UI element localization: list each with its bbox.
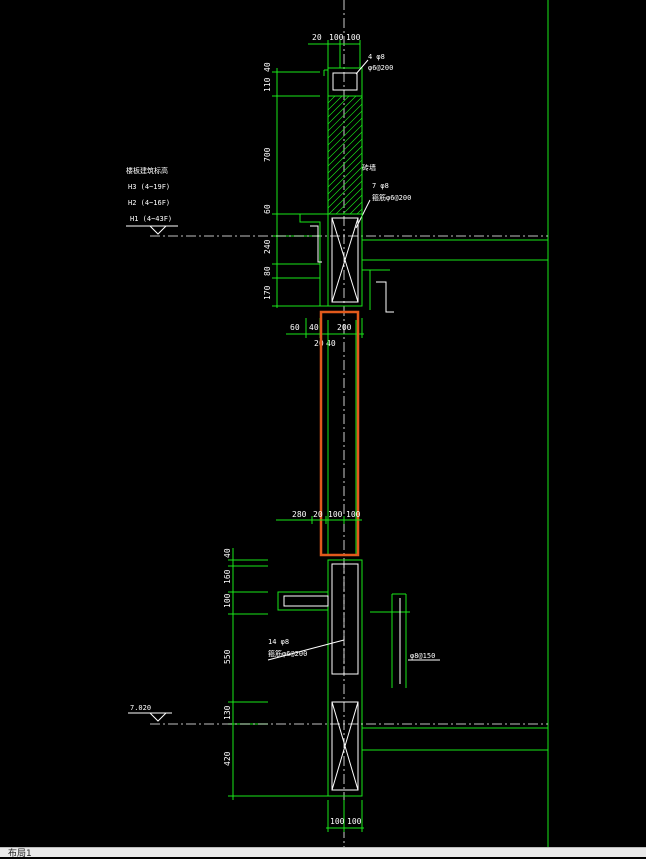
hatch-line xyxy=(335,187,363,215)
bottom-dimension-chain: 100 100 xyxy=(326,800,364,832)
hatch-line xyxy=(342,194,363,215)
note-low-rebar-2: 箍筋φ6@200 xyxy=(268,649,307,658)
dim-v-80: 80 xyxy=(263,266,272,276)
dim-v-60: 60 xyxy=(263,204,272,214)
dim-top-100a: 100 xyxy=(329,33,344,42)
note-level-h2: H2 (4~16F) xyxy=(128,199,170,207)
hatch-line xyxy=(327,95,350,118)
dim-b-100b: 100 xyxy=(347,817,362,826)
layout-tab-bar[interactable]: 布局1 xyxy=(0,847,646,859)
note-low-rebar-1: 14 φ8 xyxy=(268,638,289,646)
hatch-line xyxy=(327,145,363,181)
lower-top-dimension-chain: 280 20 100 100 xyxy=(276,510,362,524)
hatch-line xyxy=(327,95,357,125)
elevation-marker: 7.020 xyxy=(128,704,548,725)
hatch-line xyxy=(327,152,363,188)
dim-v-240: 240 xyxy=(263,239,272,254)
hatch-line xyxy=(328,180,363,215)
note-level-title: 楼板建筑标高 xyxy=(126,166,168,175)
dim-lv-130: 130 xyxy=(223,705,232,720)
mid-rebar-note: 7 φ8 箍筋φ6@200 xyxy=(355,182,411,229)
dim-m-40: 40 xyxy=(309,323,319,332)
dim-l-280: 280 xyxy=(292,510,307,519)
note-mid-rebar-1: 7 φ8 xyxy=(372,182,389,190)
hatch-line xyxy=(327,173,363,209)
layout-tab-label[interactable]: 布局1 xyxy=(8,849,32,859)
upper-floor-slab xyxy=(362,239,548,313)
floor-level-legend: 楼板建筑标高 H3 (4~19F) H2 (4~16F) H1 (4~43F) xyxy=(126,166,548,237)
lower-wall-column xyxy=(327,559,363,797)
dim-lv-550: 550 xyxy=(223,649,232,664)
dim-m-60: 60 xyxy=(290,323,300,332)
upper-floor-beam xyxy=(299,213,363,307)
dim-m-20: 20 xyxy=(314,339,324,348)
lower-rebar-note: 14 φ8 箍筋φ6@200 xyxy=(267,638,345,661)
hatch-line xyxy=(327,103,363,139)
dim-m-200: 200 xyxy=(337,323,352,332)
note-level-h3: H3 (4~19F) xyxy=(128,183,170,191)
note-top-rebar-1: 4 φ8 xyxy=(368,53,385,61)
dim-l-20: 20 xyxy=(313,510,323,519)
selection-highlight-box[interactable] xyxy=(319,310,360,557)
dim-b-100a: 100 xyxy=(330,817,345,826)
top-dimension-chain: 20 100 100 xyxy=(308,33,361,68)
side-rebar-detail: φ8@150 xyxy=(370,593,440,688)
note-side-rebar: φ8@150 xyxy=(410,652,435,660)
upper-left-dimension-chain: 40 110 700 60 240 80 170 xyxy=(263,62,320,308)
hatch-line xyxy=(327,159,363,195)
hatch-line xyxy=(327,138,363,174)
dim-v-40: 40 xyxy=(263,62,272,72)
hatch-line xyxy=(327,166,363,202)
dim-lv-420: 420 xyxy=(223,751,232,766)
hatch-line xyxy=(327,131,363,167)
lower-left-dimension-chain: 40 160 100 550 130 420 xyxy=(223,548,328,800)
dim-lv-100: 100 xyxy=(223,593,232,608)
lower-floor-slab xyxy=(362,727,548,751)
opening-column-middle xyxy=(327,320,357,554)
hatch-line xyxy=(349,201,363,215)
dim-v-170: 170 xyxy=(263,285,272,300)
dim-lv-40: 40 xyxy=(223,548,232,558)
dim-v-110: 110 xyxy=(263,77,272,92)
hatch-line xyxy=(327,96,363,132)
dim-l-100a: 100 xyxy=(328,510,343,519)
brick-wall-hatched xyxy=(327,95,363,215)
hatch-line xyxy=(327,117,363,153)
note-mid-rebar-2: 箍筋φ6@200 xyxy=(372,193,411,202)
hatch-line xyxy=(327,95,343,111)
dim-m-40b: 40 xyxy=(326,339,336,348)
dim-lv-160: 160 xyxy=(223,569,232,584)
note-level-h1: H1 (4~43F) xyxy=(130,215,172,223)
hatch-line xyxy=(327,95,336,104)
dim-v-700: 700 xyxy=(263,147,272,162)
cantilever-ledge xyxy=(277,591,329,611)
dim-l-100b: 100 xyxy=(346,510,361,519)
dim-top-100b: 100 xyxy=(346,33,361,42)
hatch-line xyxy=(327,110,363,146)
top-coping-section xyxy=(323,67,363,97)
top-rebar-note: 4 φ8 φ6@200 xyxy=(355,53,393,75)
hatch-line xyxy=(356,208,363,215)
middle-dimension-chain: 60 40 200 20 40 xyxy=(286,318,364,348)
note-elev-mark: 7.020 xyxy=(130,704,151,712)
note-wall-mark: 砖墙 xyxy=(362,163,376,172)
note-top-rebar-2: φ6@200 xyxy=(368,64,393,72)
dim-top-20: 20 xyxy=(312,33,322,42)
hatch-line xyxy=(327,124,363,160)
